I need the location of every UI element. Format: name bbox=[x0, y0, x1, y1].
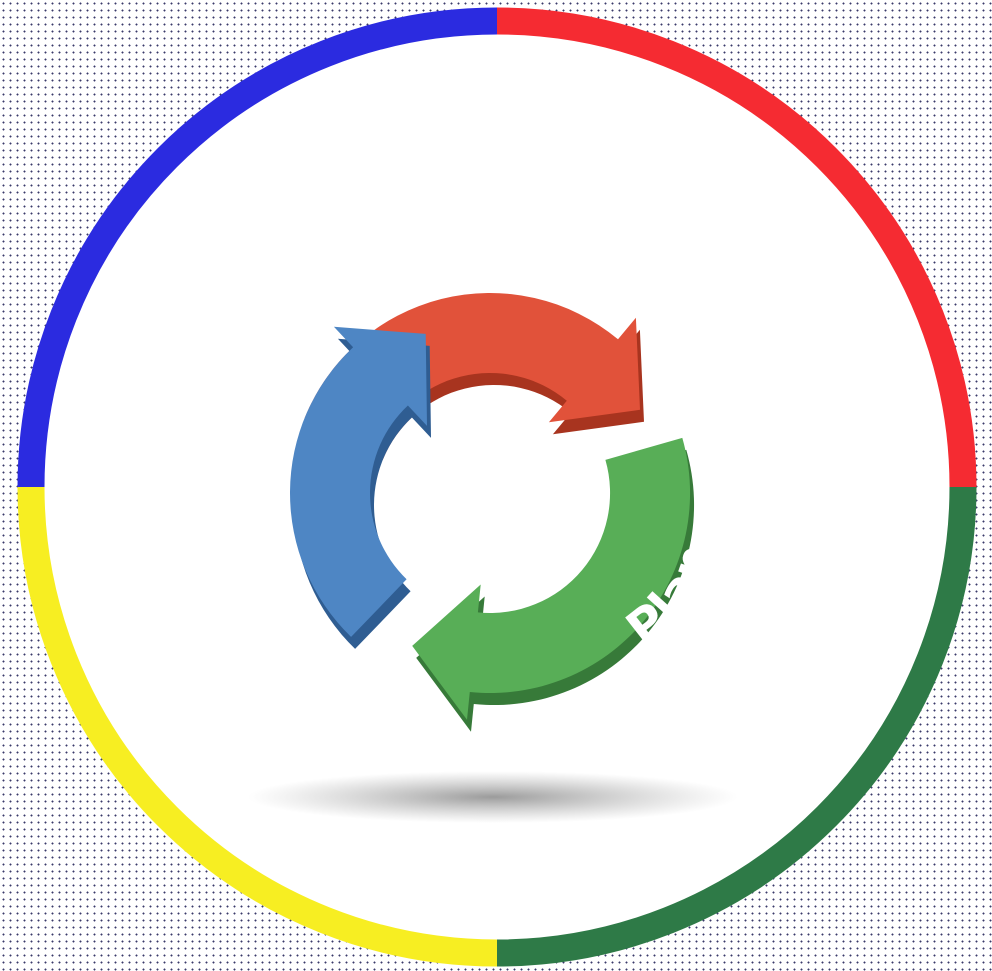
ring-segment-red bbox=[496, 7, 977, 488]
cycle-arrows bbox=[290, 293, 695, 732]
white-disc bbox=[43, 33, 951, 941]
ring-segment-yellow bbox=[17, 486, 498, 967]
floor-shadow bbox=[248, 771, 738, 823]
ring-segment-blue bbox=[17, 7, 498, 488]
outer-ring bbox=[17, 7, 977, 967]
ring-segment-green bbox=[496, 486, 977, 967]
improve-arrow bbox=[290, 326, 427, 637]
plan-arrow bbox=[412, 437, 691, 720]
